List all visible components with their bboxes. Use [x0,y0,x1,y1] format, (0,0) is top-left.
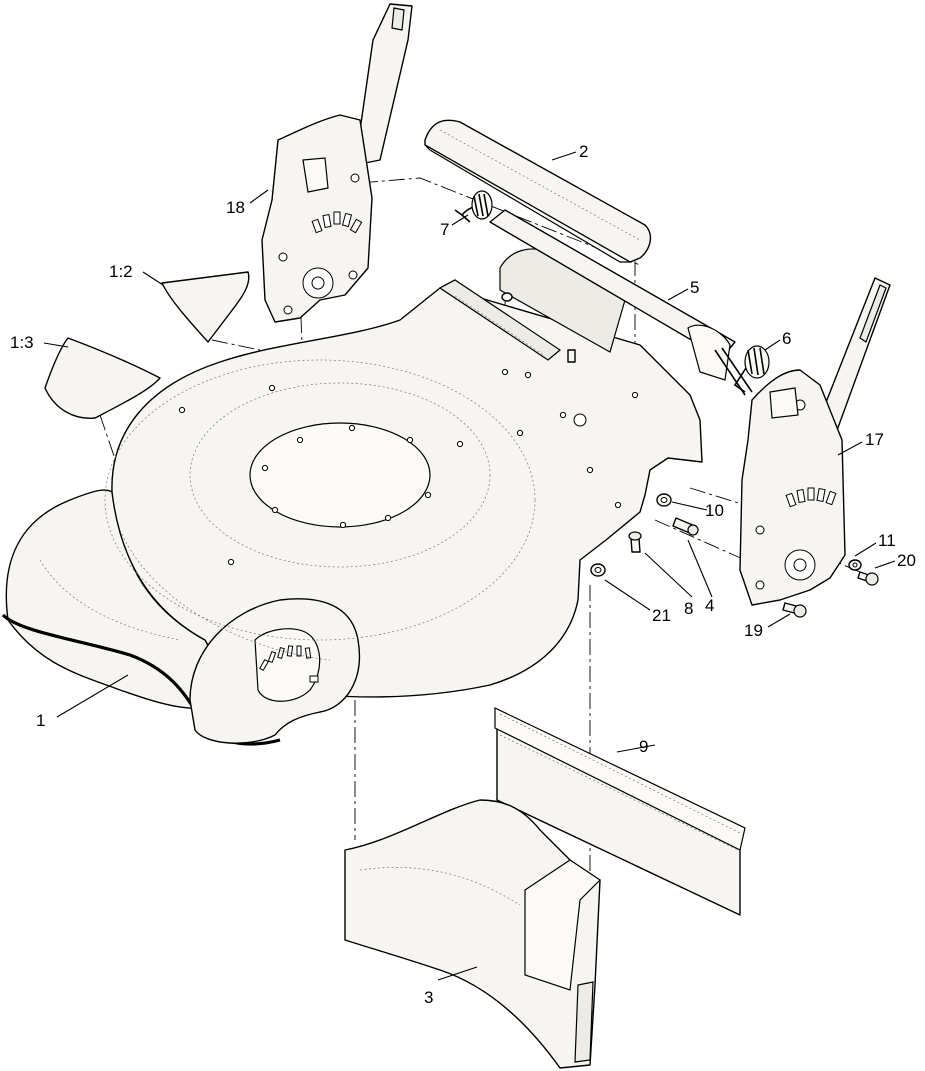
bolt-19[interactable] [782,602,807,618]
washer-11[interactable] [848,559,862,571]
decal-1-3[interactable] [44,337,161,419]
mower-deck[interactable] [1,279,703,746]
nut-10[interactable] [656,493,672,507]
bracket-left-notches [311,211,363,234]
decal-1-2[interactable] [161,271,250,343]
torsion-spring-right[interactable] [733,345,770,393]
callout-leaders [43,151,896,981]
callout-3: 3 [424,988,433,1007]
callout-4: 4 [705,596,714,615]
bolt-20[interactable] [857,571,879,586]
callout-1: 1 [36,711,45,730]
pivot-rod[interactable] [489,209,753,396]
callout-8: 8 [684,599,693,618]
deck-holes [178,368,639,566]
callout-1-2: 1:2 [109,262,133,281]
bracket-right-notches [785,487,837,508]
hardware [501,292,879,618]
callout-7: 7 [440,220,449,239]
callout-11: 11 [878,531,896,550]
callout-18: 18 [226,198,245,217]
callout-1-3: 1:3 [10,333,34,352]
callout-19: 19 [744,621,763,640]
callout-6: 6 [782,329,791,348]
deck-hardware-studs [501,292,576,363]
height-adjust-bracket-right[interactable] [739,277,891,606]
bolt-4[interactable] [672,517,699,536]
callout-2: 2 [579,142,588,161]
callout-5: 5 [690,278,699,297]
nut-21[interactable] [590,563,606,577]
rear-flap[interactable] [494,707,746,916]
torsion-spring-left[interactable] [454,190,493,223]
callout-labels: 1 1:2 1:3 2 3 4 5 6 7 8 9 10 11 17 18 19… [10,142,916,1007]
callout-10: 10 [705,501,724,520]
wheel-housing-vents [259,645,319,683]
height-adjust-bracket-left[interactable] [261,3,413,323]
callout-17: 17 [865,430,884,449]
trailing-shield[interactable] [424,119,652,263]
callout-21: 21 [652,606,671,625]
callout-9: 9 [639,737,648,756]
discharge-baffle[interactable] [344,799,601,1069]
bolt-8[interactable] [628,531,642,553]
callout-20: 20 [897,551,916,570]
